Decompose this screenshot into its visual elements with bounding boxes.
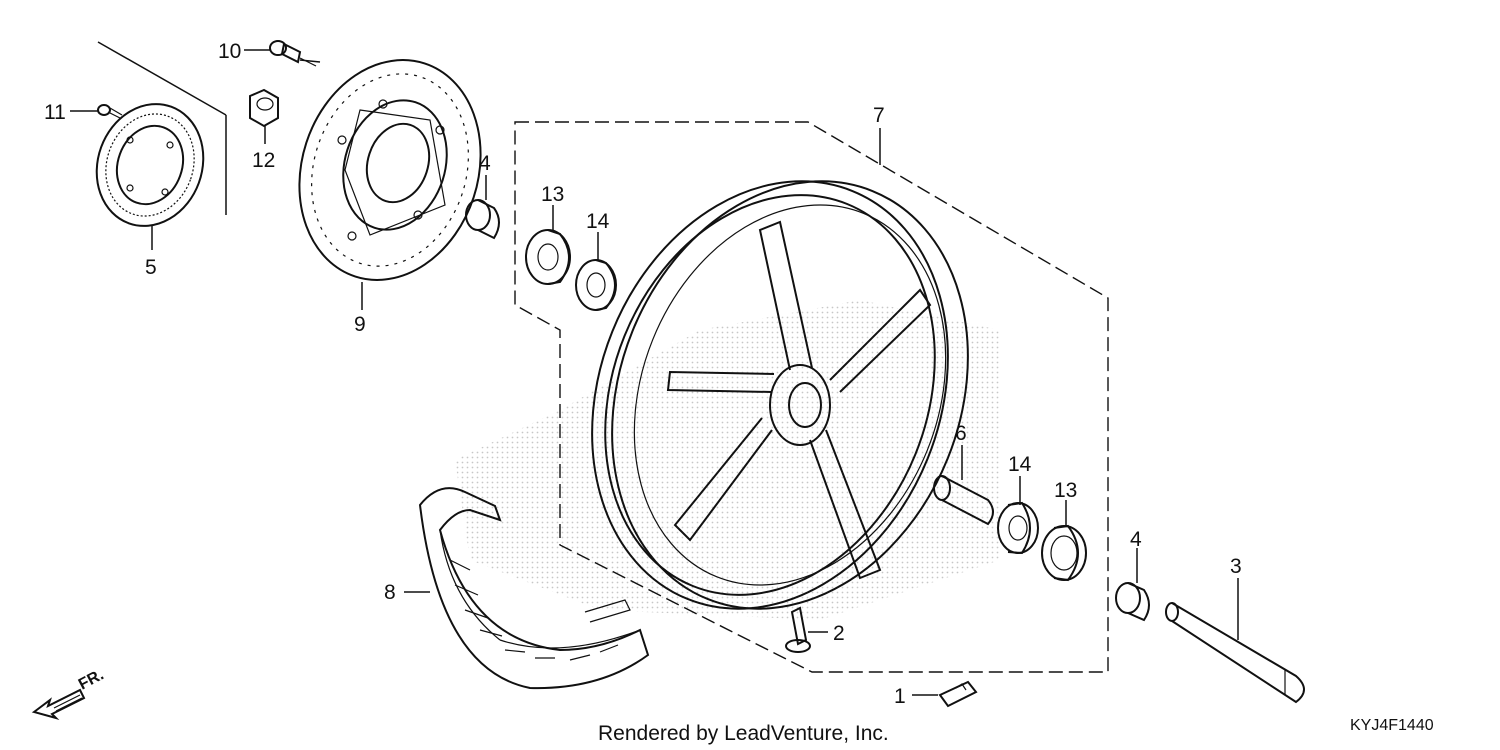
callout-4-upper: 4 [479, 152, 491, 175]
front-direction-arrow-icon [31, 688, 86, 720]
callout-9: 9 [354, 313, 366, 336]
part-3-axle [1165, 602, 1305, 704]
callout-10: 10 [218, 40, 241, 63]
part-13-bearing-lower [1041, 524, 1087, 582]
part-8-tire [418, 487, 650, 690]
part-14-bearing-upper [575, 259, 617, 311]
callout-11: 11 [44, 101, 66, 124]
callout-7: 7 [873, 104, 885, 127]
callout-6: 6 [955, 422, 967, 445]
part-13-bearing-upper [525, 229, 571, 285]
rendered-by-credit: Rendered by LeadVenture, Inc. [598, 722, 889, 745]
callout-13-lower: 13 [1054, 479, 1077, 502]
leader-lines [70, 49, 1239, 696]
callout-1: 1 [894, 685, 906, 708]
part-2-valve [785, 606, 811, 653]
callout-14-lower: 14 [1008, 453, 1032, 476]
part-4-collar-upper [465, 199, 500, 240]
callout-2: 2 [833, 622, 845, 645]
part-1-balance-weight [938, 680, 978, 708]
callout-13-upper: 13 [541, 183, 564, 206]
callout-5: 5 [145, 256, 157, 279]
bracket-lines [97, 41, 321, 215]
assembly-outline [514, 121, 1109, 673]
part-12-nut [249, 88, 279, 128]
callout-12: 12 [252, 149, 275, 172]
callout-3: 3 [1230, 555, 1242, 578]
part-9-brake-disc [298, 59, 482, 281]
part-5-pulser-ring [95, 103, 205, 227]
callout-4-lower: 4 [1130, 528, 1142, 551]
part-6-spacer [933, 475, 994, 526]
part-7-wheel [591, 180, 969, 610]
part-4-collar-lower [1115, 582, 1150, 622]
part-11-screw [97, 104, 123, 119]
diagram-code: KYJ4F1440 [1350, 717, 1434, 734]
callout-8: 8 [384, 581, 396, 604]
part-10-bolt [269, 40, 317, 67]
part-14-bearing-lower [997, 501, 1039, 555]
callout-14-upper: 14 [586, 210, 610, 233]
